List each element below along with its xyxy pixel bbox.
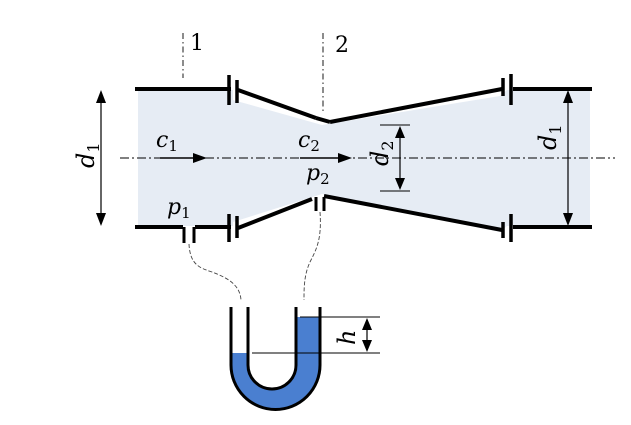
d1-left-base: d [72,153,100,168]
c1-base: c [156,128,168,153]
dimension-d1-left-arrow-top [96,90,106,103]
d1-right-base: d [534,135,562,150]
d1-right-sub: 1 [546,124,565,134]
h-label: h [333,330,361,345]
d2-base: d [366,151,394,166]
dimension-d2-arrow-top [395,126,405,138]
connecting-tube-p2 [303,211,321,301]
connecting-tube-p1 [188,243,242,301]
p2-base: p [306,161,320,186]
c2-sub: 2 [310,137,320,155]
d2-label: d2 [366,140,397,166]
manometer-liquid [231,317,320,410]
converging-bottom-wall [237,197,313,230]
section-1-label: 1 [190,31,204,56]
c2-base: c [298,128,310,153]
fluid-region [138,90,590,232]
manometer-inner-wall [246,307,298,391]
converging-top-wall [237,88,317,120]
velocity-arrow-c1-head [193,153,207,163]
p1-label: p1 [167,195,191,222]
d1-right-label: d1 [534,124,565,150]
p2-sub: 2 [320,170,330,188]
c1-label: c1 [156,128,178,155]
diverging-bottom-wall [323,194,503,232]
velocity-arrow-c2-head [338,153,352,163]
d2-sub: 2 [378,140,397,150]
throat-top-wall [315,116,331,124]
c1-sub: 1 [168,137,178,155]
p1-base: p [167,195,181,220]
dimension-d1-right-arrow-bottom [563,213,573,226]
c2-label: c2 [298,128,320,155]
dimension-d1-left-arrow-bottom [96,213,106,226]
dimension-d2-arrow-bottom [395,178,405,190]
d1-left-label: d1 [72,142,103,168]
p2-label: p2 [306,161,330,188]
p1-sub: 1 [181,204,191,222]
diverging-top-wall [329,87,503,124]
section-2-label: 2 [335,33,349,58]
dimension-h-arrow-top [362,318,372,330]
manometer-outer-wall [229,307,322,411]
dimension-d1-right-arrow-top [563,90,573,103]
d1-left-sub: 1 [84,142,103,152]
dimension-h-arrow-bottom [362,340,372,352]
